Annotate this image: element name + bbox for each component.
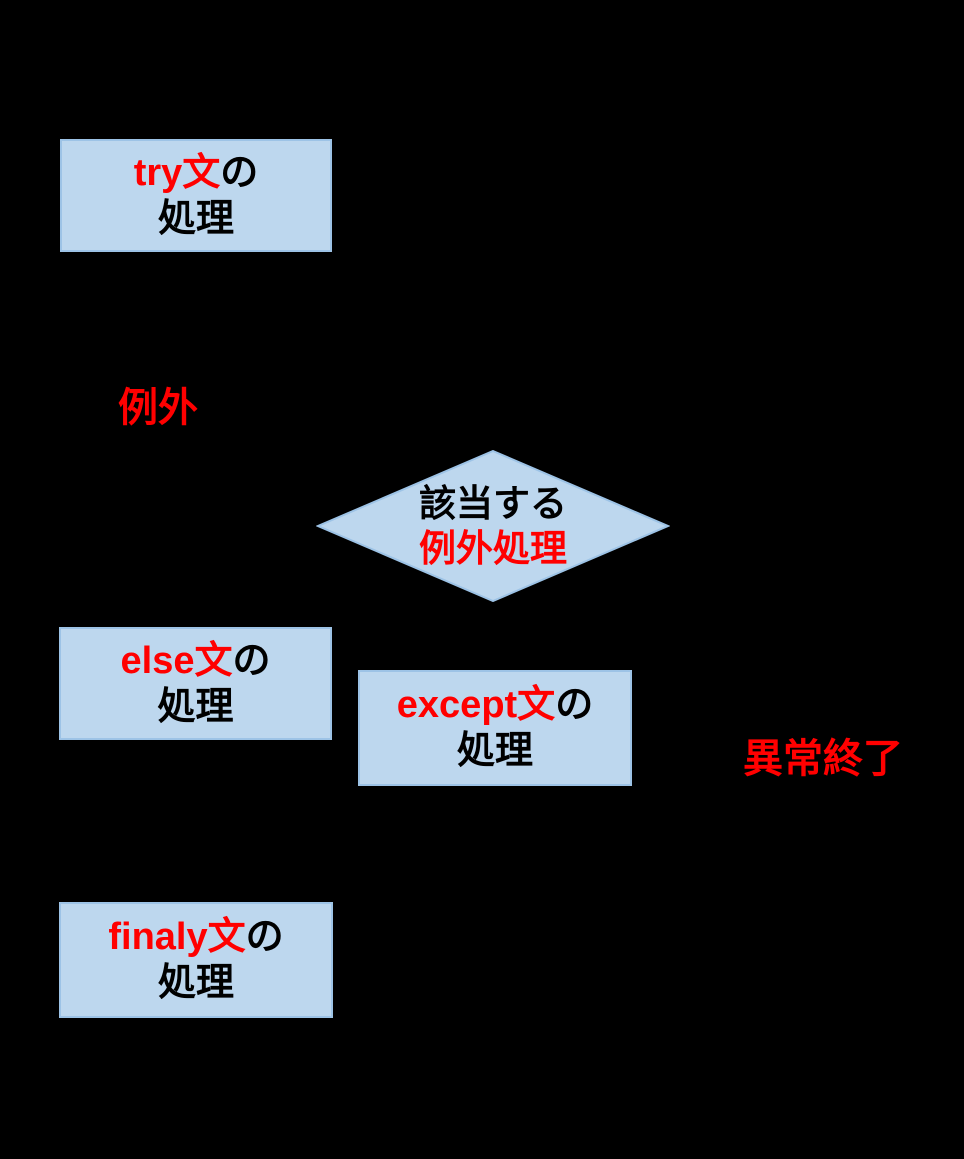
else-suffix: の xyxy=(232,639,271,682)
node-else-line1: else文の xyxy=(121,638,271,684)
finally-keyword: finaly文 xyxy=(108,916,246,958)
else-keyword: else文 xyxy=(120,639,233,682)
decision-line2: 例外処理 xyxy=(419,528,567,569)
node-else-process: else文の 処理 xyxy=(59,627,332,740)
node-finally-label: finaly文の 処理 xyxy=(108,914,283,1006)
node-decision-label: 該当する 例外処理 xyxy=(316,450,670,602)
node-try-line2: 処理 xyxy=(157,197,234,240)
try-suffix: の xyxy=(220,151,259,194)
node-except-label: except文の 処理 xyxy=(397,682,593,774)
node-try-process: try文の 処理 xyxy=(60,139,332,252)
diamond-polygon xyxy=(316,450,670,602)
node-decision: 該当する 例外処理 xyxy=(316,450,670,602)
label-abnormal-termination: 異常終了 xyxy=(743,737,903,781)
try-keyword: try文 xyxy=(133,151,221,194)
node-finally-process: finaly文の 処理 xyxy=(59,902,333,1018)
except-keyword: except文 xyxy=(396,684,556,726)
node-finally-line2: 処理 xyxy=(157,962,234,1004)
node-except-line2: 処理 xyxy=(456,730,533,772)
node-try-label: try文の 処理 xyxy=(134,150,259,242)
finally-suffix: の xyxy=(245,916,284,958)
diamond-shape xyxy=(316,450,670,602)
node-except-line1: except文の xyxy=(397,682,593,728)
label-exception: 例外 xyxy=(118,386,198,430)
node-try-line1: try文の xyxy=(134,150,259,196)
node-except-process: except文の 処理 xyxy=(358,670,632,786)
decision-line1: 該当する xyxy=(419,483,567,524)
node-finally-line1: finaly文の xyxy=(108,914,283,960)
node-else-line2: 処理 xyxy=(157,685,234,728)
except-suffix: の xyxy=(555,684,594,726)
node-else-label: else文の 処理 xyxy=(121,638,271,730)
